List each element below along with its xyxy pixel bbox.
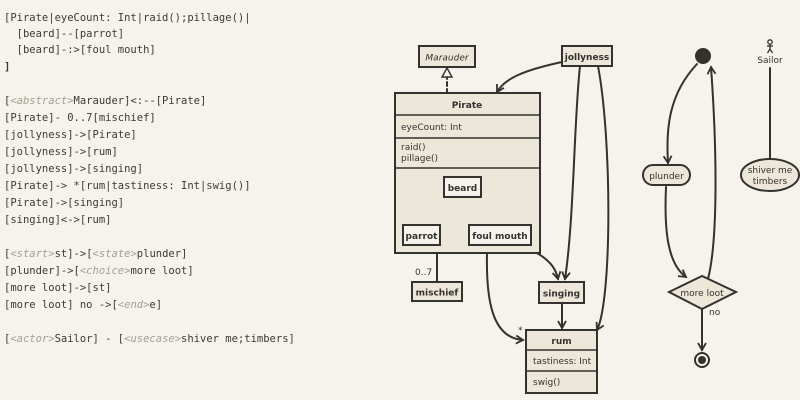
code-token: [more loot] no ->[ (4, 299, 118, 311)
edge-jollyness-pirate (496, 61, 563, 94)
plunder-label: plunder (649, 172, 684, 182)
code-line[interactable]: [<actor>Sailor] - [<usecase>shiver me;ti… (4, 333, 295, 346)
pirate-op-pillage: pillage() (401, 154, 438, 164)
rum-op: swig() (533, 378, 560, 388)
code-line[interactable]: [<start>st]->[<state>plunder] (4, 248, 187, 261)
code-token-stereotype: <state> (92, 248, 137, 260)
code-editor[interactable]: [Pirate|eyeCount: Int|raid();pillage()| … (0, 0, 380, 400)
node-jollyness: jollyness (561, 45, 613, 67)
node-parrot: parrot (402, 224, 441, 246)
jollyness-label: jollyness (564, 53, 610, 63)
code-line[interactable]: [singing]<->[rum] (4, 214, 111, 227)
code-token: ] (4, 61, 11, 73)
code-token-stereotype: <start> (10, 248, 55, 260)
node-marauder: Marauder (418, 45, 476, 68)
node-usecase: shiver me timbers (740, 158, 800, 192)
no-label: no (709, 308, 721, 318)
code-token: [Pirate|eyeCount: Int|raid();pillage()| (4, 12, 251, 24)
code-line[interactable]: [more loot]->[st] (4, 282, 111, 295)
multiplicity-label: 0..7 (415, 268, 432, 278)
code-line[interactable]: [beard]-:>[foul mouth] (4, 44, 156, 57)
code-token: [Pirate]- 0..7[mischief] (4, 112, 156, 124)
code-line[interactable]: [jollyness]->[rum] (4, 146, 118, 159)
code-token: Marauder]<:--[Pirate] (73, 95, 207, 107)
code-line[interactable]: [<abstract>Marauder]<:--[Pirate] (4, 95, 206, 108)
pirate-title: Pirate (452, 101, 483, 111)
edge-start-plunder (662, 63, 698, 165)
node-plunder: plunder (642, 164, 691, 186)
node-mischief: mischief (411, 281, 463, 302)
code-line[interactable]: [jollyness]->[singing] (4, 163, 143, 176)
code-token: [more loot]->[st] (4, 282, 112, 294)
foul-mouth-label: foul mouth (472, 232, 527, 242)
code-token: [ (4, 95, 11, 107)
code-line[interactable]: [Pirate]-> *[rum|tastiness: Int|swig()] (4, 180, 251, 193)
code-token: [jollyness]->[singing] (4, 163, 144, 175)
usecase-line-1: shiver me (748, 166, 793, 176)
code-token: [beard]-:>[foul mouth] (4, 44, 156, 56)
actor-sailor-label: Sailor (757, 56, 783, 66)
node-beard: beard (443, 176, 482, 198)
marauder-label: Marauder (425, 54, 469, 64)
node-foul-mouth: foul mouth (468, 224, 532, 246)
code-token: [Pirate]->[singing] (4, 197, 125, 209)
code-token: [ (4, 333, 11, 345)
edge-jollyness-rum (595, 65, 610, 332)
more-loot-label: more loot (680, 289, 724, 299)
code-line[interactable]: [plunder]->[<choice>more loot] (4, 265, 194, 278)
activity-start-node (695, 48, 711, 64)
node-rum: rum tastiness: Int swig() (525, 329, 598, 394)
parrot-label: parrot (406, 232, 439, 242)
mischief-label: mischief (416, 289, 459, 299)
code-token: plunder] (136, 248, 188, 260)
code-line[interactable]: [more loot] no ->[<end>e] (4, 299, 162, 312)
edge-pirate-rum (485, 252, 525, 345)
code-token: [Pirate]-> *[rum|tastiness: Int|swig()] (4, 180, 251, 192)
pirate-op-raid: raid() (401, 143, 425, 153)
code-line[interactable]: [beard]--[parrot] (4, 28, 124, 41)
code-line[interactable]: ] (4, 61, 10, 74)
code-token: e] (149, 299, 163, 311)
edge-jollyness-singing (561, 65, 581, 281)
code-token-stereotype: <end> (117, 299, 150, 311)
code-token-stereotype: <abstract> (10, 95, 74, 107)
edge-plunder-moreloot (664, 186, 688, 279)
edge-moreloot-start (706, 65, 717, 280)
node-more-loot: more loot (666, 274, 739, 311)
activity-end-node (694, 352, 710, 368)
code-line[interactable]: [Pirate]- 0..7[mischief] (4, 112, 156, 125)
beard-label: beard (448, 184, 478, 194)
actor-sailor-figure (766, 39, 774, 54)
rum-title: rum (551, 337, 571, 347)
code-token: [singing]<->[rum] (4, 214, 112, 226)
code-token: more loot] (130, 265, 194, 277)
code-line[interactable]: [jollyness]->[Pirate] (4, 129, 137, 142)
code-token-stereotype: <usecase> (124, 333, 182, 345)
code-token-stereotype: <actor> (10, 333, 55, 345)
code-token: Sailor] - [ (54, 333, 125, 345)
code-token-stereotype: <choice> (79, 265, 131, 277)
rum-attribute: tastiness: Int (533, 357, 592, 367)
code-token: [plunder]->[ (4, 265, 80, 277)
usecase-line-2: timbers (753, 177, 788, 187)
code-line[interactable]: [Pirate|eyeCount: Int|raid();pillage()| (4, 12, 251, 25)
code-token: [jollyness]->[Pirate] (4, 129, 137, 141)
code-token: [jollyness]->[rum] (4, 146, 118, 158)
code-token: st]->[ (54, 248, 93, 260)
edge-pirate-singing (536, 252, 562, 281)
star-multiplicity: * (518, 326, 523, 336)
code-token: [beard]--[parrot] (4, 28, 125, 40)
code-token: shiver me;timbers] (181, 333, 295, 345)
pirate-attribute: eyeCount: Int (401, 123, 462, 133)
code-token: [ (4, 248, 11, 260)
node-singing: singing (538, 281, 585, 304)
code-line[interactable]: [Pirate]->[singing] (4, 197, 124, 210)
singing-label: singing (543, 290, 580, 300)
